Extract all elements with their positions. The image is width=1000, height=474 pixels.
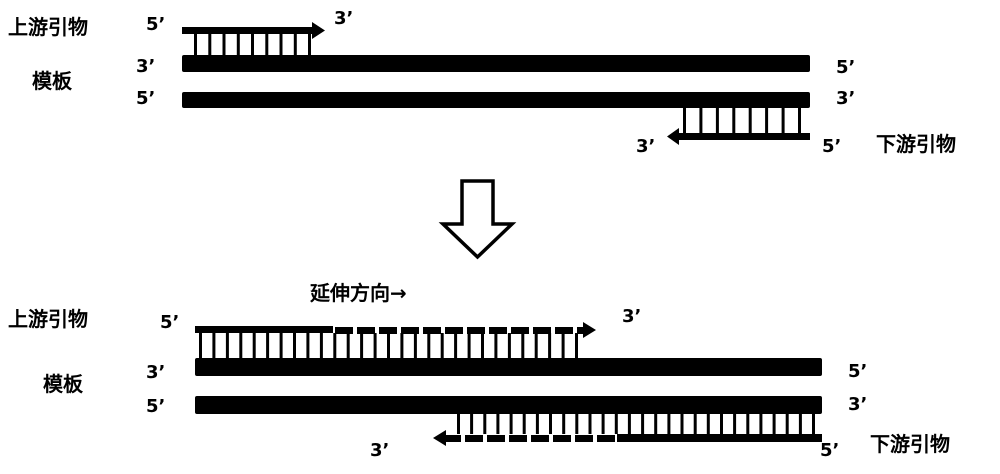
top-upstream-primer-5prime: 5’ [146, 14, 165, 35]
arrow-right-icon [312, 22, 325, 39]
bottom-downstream-primer-3prime: 3’ [370, 440, 389, 461]
top-downstream-rungs [683, 108, 801, 133]
bottom-template-1-right: 5’ [848, 361, 867, 382]
bottom-template-label: 模板 [43, 372, 84, 396]
top-panel: 上游引物 5’ 3’ 模板 3’ 5’ 5’ 3’ 3’ 5’ 下游引物 [8, 8, 956, 157]
bottom-panel: 延伸方向→ 上游引物 5’ 3’ 模板 3’ 5’ 5’ 3’ 3’ 5’ 下游… [8, 281, 950, 461]
bottom-upstream-primer-3prime: 3’ [622, 306, 641, 327]
bottom-template-1-left: 3’ [146, 362, 165, 383]
top-upstream-primer-label: 上游引物 [8, 15, 88, 39]
top-template-strand-1 [182, 55, 810, 72]
bottom-downstream-rungs [457, 414, 815, 434]
extended-segment-dashed [443, 435, 615, 442]
down-arrow-icon [438, 179, 517, 260]
top-downstream-primer-3prime: 3’ [636, 136, 655, 157]
arrow-right-icon [583, 322, 596, 338]
top-template-strand-2 [182, 92, 810, 108]
original-primer-segment [617, 434, 822, 442]
top-upstream-primer-3prime: 3’ [334, 8, 353, 29]
extension-direction-label: 延伸方向→ [309, 281, 407, 305]
arrow-left-icon [667, 128, 679, 145]
bottom-upstream-primer-label: 上游引物 [8, 307, 88, 331]
bottom-template-2-right: 3’ [848, 394, 867, 415]
top-downstream-primer-5prime: 5’ [822, 136, 841, 157]
bottom-template-strand-1 [195, 358, 822, 376]
top-template-1-left: 3’ [136, 56, 155, 77]
top-template-2-right: 3’ [836, 88, 855, 109]
top-downstream-primer-label: 下游引物 [876, 132, 956, 156]
top-template-2-left: 5’ [136, 88, 155, 109]
top-template-label: 模板 [32, 69, 73, 93]
bottom-template-strand-2 [195, 396, 822, 414]
original-primer-segment [195, 326, 333, 333]
top-downstream-primer-strand [667, 108, 810, 145]
bottom-upstream-primer-5prime: 5’ [160, 312, 179, 333]
bottom-template-2-left: 5’ [146, 396, 165, 417]
bottom-downstream-primer-5prime: 5’ [820, 440, 839, 461]
bottom-upstream-primer-strand [195, 322, 596, 358]
top-upstream-rungs [194, 34, 311, 55]
top-upstream-primer-strand [182, 22, 325, 55]
top-template-1-right: 5’ [836, 57, 855, 78]
bottom-upstream-rungs [199, 333, 578, 358]
arrow-left-icon [433, 430, 446, 446]
bottom-downstream-primer-label: 下游引物 [870, 432, 950, 456]
extended-segment-dashed [335, 327, 583, 334]
bottom-downstream-primer-strand [433, 414, 822, 446]
